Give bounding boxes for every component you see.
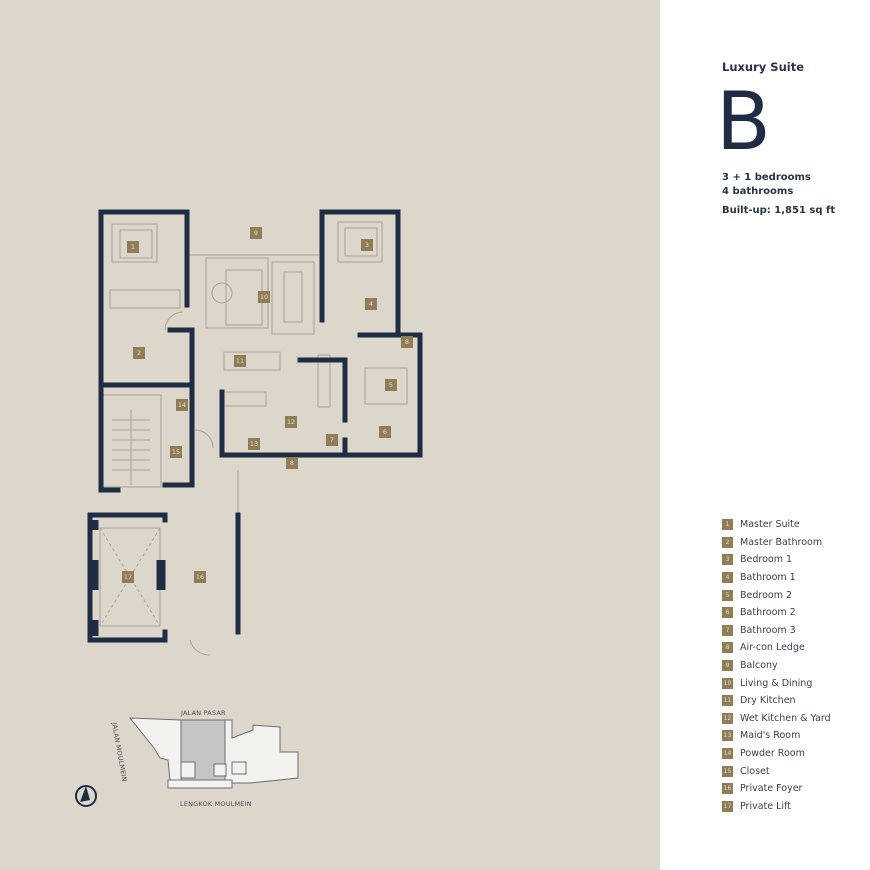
room-badge: 14 bbox=[176, 399, 188, 411]
room-badge: 8 bbox=[286, 457, 298, 469]
legend-label: Master Suite bbox=[740, 519, 800, 531]
legend-number-badge: 11 bbox=[722, 695, 733, 707]
legend-number-badge: 8 bbox=[722, 642, 733, 654]
floor-plan-drawing bbox=[75, 209, 423, 807]
north-compass-icon bbox=[75, 785, 97, 807]
kitchen-island bbox=[223, 351, 281, 371]
legend-label: Living & Dining bbox=[740, 677, 813, 689]
legend-item: 15 Closet bbox=[722, 762, 831, 780]
legend-item: 11 Dry Kitchen bbox=[722, 692, 831, 710]
suite-type: Luxury Suite bbox=[722, 60, 804, 74]
room-badge: 7 bbox=[326, 434, 338, 446]
legend-number-badge: 1 bbox=[722, 519, 733, 531]
legend-number-badge: 3 bbox=[722, 554, 733, 566]
legend-number-badge: 13 bbox=[722, 730, 733, 742]
bed-bedroom2 bbox=[364, 367, 408, 405]
room-badge: 17 bbox=[122, 571, 134, 583]
legend-number-badge: 14 bbox=[722, 748, 733, 760]
legend-label: Private Lift bbox=[740, 800, 791, 812]
legend-item: 14 Powder Room bbox=[722, 745, 831, 763]
room-badge: 4 bbox=[365, 298, 377, 310]
dining-table bbox=[283, 271, 303, 323]
bed-master bbox=[111, 223, 158, 263]
room-badge: 3 bbox=[361, 239, 373, 251]
bathrooms-count: 4 bathrooms bbox=[722, 186, 794, 197]
legend-item: 1 Master Suite bbox=[722, 516, 831, 534]
legend-number-badge: 15 bbox=[722, 765, 733, 777]
site-plan bbox=[128, 717, 299, 789]
legend-item: 8 Air-con Ledge bbox=[722, 639, 831, 657]
coffee-table bbox=[211, 282, 233, 304]
legend-label: Bathroom 3 bbox=[740, 624, 796, 636]
floor-plan-area: JALAN PASAR JALAN MOULMEIN LENGKOK MOULM… bbox=[75, 209, 423, 808]
legend-item: 9 Balcony bbox=[722, 657, 831, 675]
legend-label: Balcony bbox=[740, 660, 778, 672]
info-panel: Luxury Suite B 3 + 1 bedrooms 4 bathroom… bbox=[660, 0, 870, 870]
legend-number-badge: 10 bbox=[722, 677, 733, 689]
legend-item: 3 Bedroom 1 bbox=[722, 551, 831, 569]
legend-item: 16 Private Foyer bbox=[722, 780, 831, 798]
legend-label: Master Bathroom bbox=[740, 536, 823, 548]
legend-number-badge: 17 bbox=[722, 800, 733, 812]
room-badge: 6 bbox=[379, 426, 391, 438]
legend-item: 10 Living & Dining bbox=[722, 674, 831, 692]
dining-rug bbox=[271, 261, 315, 335]
legend-number-badge: 7 bbox=[722, 624, 733, 636]
legend-label: Bedroom 2 bbox=[740, 589, 793, 601]
room-badge: 10 bbox=[258, 291, 270, 303]
legend-number-badge: 4 bbox=[722, 572, 733, 584]
room-badge: 2 bbox=[133, 347, 145, 359]
staircase bbox=[102, 394, 162, 488]
legend-label: Dry Kitchen bbox=[740, 695, 796, 707]
legend-label: Private Foyer bbox=[740, 783, 803, 795]
room-badge: 9 bbox=[250, 227, 262, 239]
legend-item: 17 Private Lift bbox=[722, 798, 831, 816]
legend-label: Closet bbox=[740, 765, 770, 777]
room-badge: 12 bbox=[285, 416, 297, 428]
legend-item: 13 Maid's Room bbox=[722, 727, 831, 745]
legend-number-badge: 5 bbox=[722, 589, 733, 601]
room-badge: 11 bbox=[234, 355, 246, 367]
room-badge: 1 bbox=[127, 241, 139, 253]
legend-item: 2 Master Bathroom bbox=[722, 534, 831, 552]
legend-item: 12 Wet Kitchen & Yard bbox=[722, 710, 831, 728]
builtup-area: Built-up: 1,851 sq ft bbox=[722, 205, 836, 216]
room-badge: 8 bbox=[401, 336, 413, 348]
suite-letter: B bbox=[716, 75, 771, 168]
legend-number-badge: 6 bbox=[722, 607, 733, 619]
legend-number-badge: 12 bbox=[722, 712, 733, 724]
room-badge: 16 bbox=[194, 571, 206, 583]
walls bbox=[87, 209, 423, 643]
street-north: JALAN PASAR bbox=[181, 709, 226, 717]
legend-number-badge: 9 bbox=[722, 660, 733, 672]
legend-label: Maid's Room bbox=[740, 730, 801, 742]
bedrooms-count: 3 + 1 bedrooms bbox=[722, 172, 811, 183]
legend-label: Wet Kitchen & Yard bbox=[740, 712, 831, 724]
room-badge: 13 bbox=[248, 438, 260, 450]
room-badge: 5 bbox=[385, 379, 397, 391]
legend-label: Bathroom 2 bbox=[740, 607, 796, 619]
legend-item: 6 Bathroom 2 bbox=[722, 604, 831, 622]
legend-number-badge: 2 bbox=[722, 536, 733, 548]
legend-label: Powder Room bbox=[740, 748, 805, 760]
legend-label: Bedroom 1 bbox=[740, 554, 793, 566]
legend-number-badge: 16 bbox=[722, 783, 733, 795]
legend-label: Air-con Ledge bbox=[740, 642, 805, 654]
legend-item: 5 Bedroom 2 bbox=[722, 586, 831, 604]
street-south: LENGKOK MOULMEIN bbox=[180, 800, 252, 808]
room-badge: 15 bbox=[170, 446, 182, 458]
room-legend: 1 Master Suite 2 Master Bathroom 3 Bedroom 1 4… bbox=[722, 516, 831, 815]
legend-item: 4 Bathroom 1 bbox=[722, 569, 831, 587]
legend-label: Bathroom 1 bbox=[740, 572, 796, 584]
legend-item: 7 Bathroom 3 bbox=[722, 622, 831, 640]
wardrobe-master bbox=[109, 289, 181, 309]
bed-bedroom1 bbox=[337, 221, 383, 263]
